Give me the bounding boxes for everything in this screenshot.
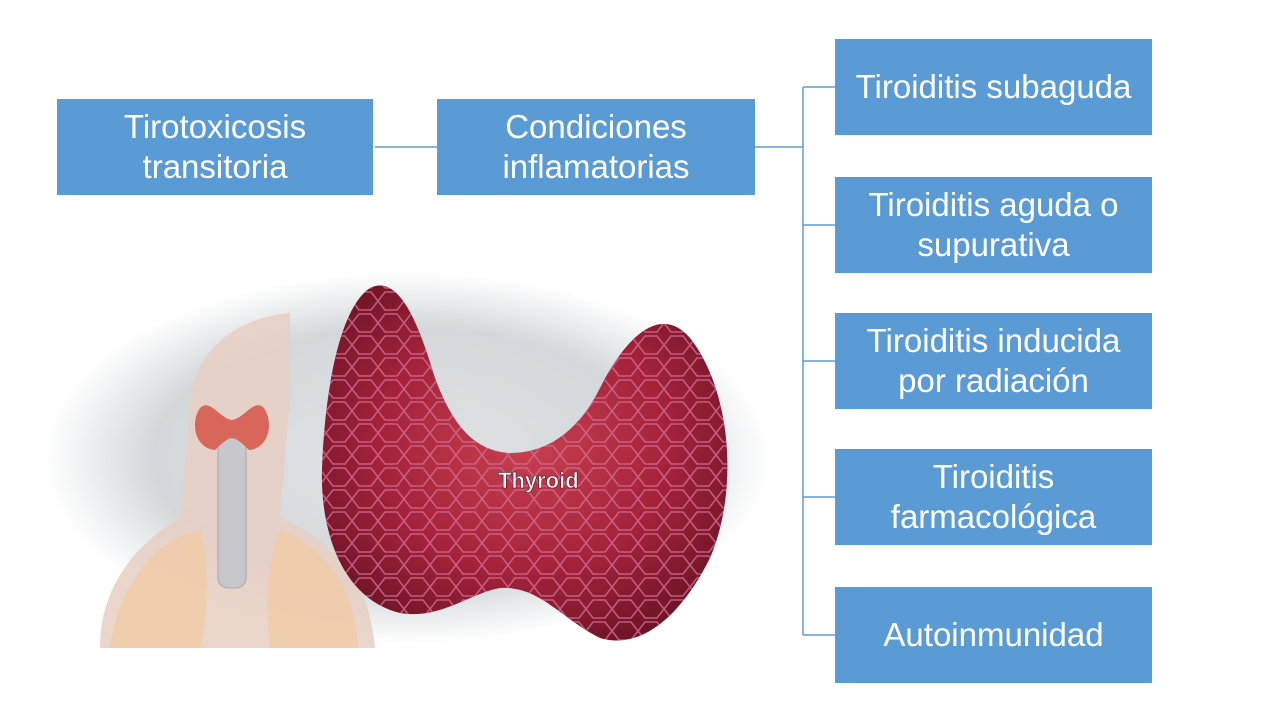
child-node-label: Tiroiditis subaguda xyxy=(855,68,1132,106)
root-node-label: Tirotoxicosis transitoria xyxy=(123,108,307,185)
trachea xyxy=(217,437,247,589)
child-node-4: Tiroiditis farmacológica xyxy=(835,449,1152,545)
lung-right xyxy=(267,530,358,648)
small-thyroid-icon xyxy=(195,405,269,450)
child-node-2: Tiroiditis aguda o supurativa xyxy=(835,177,1152,273)
child-node-label: Tiroiditis aguda o supurativa xyxy=(868,186,1119,263)
lung-left xyxy=(110,530,207,648)
thyroid-illustration: Thyroid xyxy=(45,272,769,648)
middle-node-label: Condiciones inflamatorias xyxy=(502,108,690,185)
child-node-label: Tiroiditis farmacológica xyxy=(890,458,1097,535)
child-node-3: Tiroiditis inducida por radiación xyxy=(835,313,1152,409)
child-node-1: Tiroiditis subaguda xyxy=(835,39,1152,135)
child-node-label: Tiroiditis inducida por radiación xyxy=(866,322,1121,399)
thyroid-caption: Thyroid xyxy=(498,468,579,493)
thyroid-gland-icon xyxy=(321,285,728,641)
child-node-label: Autoinmunidad xyxy=(883,616,1104,654)
middle-node: Condiciones inflamatorias xyxy=(437,99,755,195)
root-node: Tirotoxicosis transitoria xyxy=(57,99,373,195)
child-node-5: Autoinmunidad xyxy=(835,587,1152,683)
